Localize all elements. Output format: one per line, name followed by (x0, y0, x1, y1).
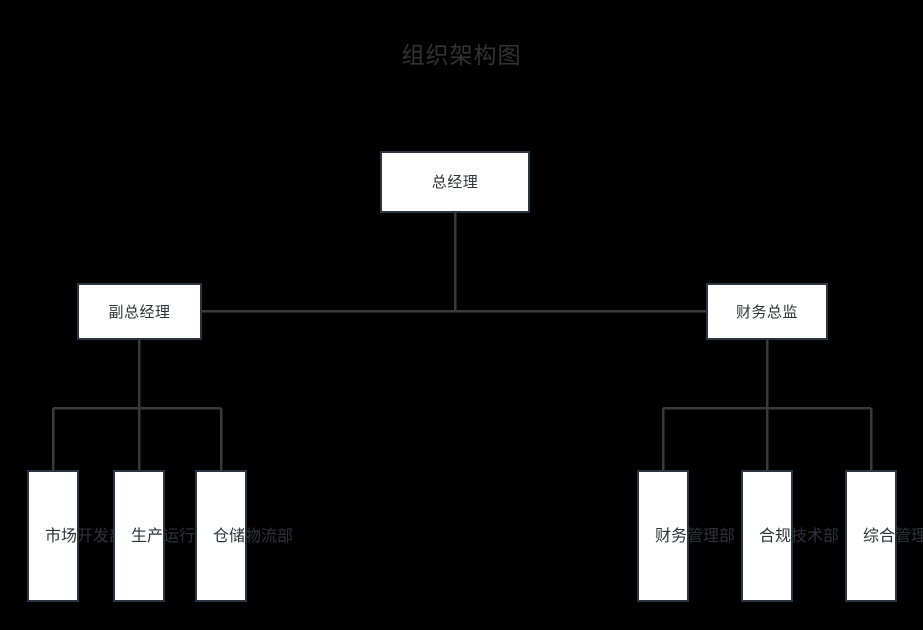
node-financial-management-dept[interactable]: 财务管理部 (637, 470, 736, 602)
node-label: 综合管理部 (863, 526, 923, 545)
node-production-operations-dept[interactable]: 生产运行部 (113, 470, 212, 602)
node-label: 市场开发部 (45, 526, 126, 545)
node-deputy-general-manager[interactable]: 副总经理 (77, 283, 202, 340)
node-label: 财务管理部 (655, 526, 736, 545)
node-warehouse-logistics-dept[interactable]: 仓储物流部 (195, 470, 294, 602)
node-label: 副总经理 (108, 302, 171, 321)
node-label: 总经理 (431, 173, 479, 191)
node-market-development-dept[interactable]: 市场开发部 (27, 470, 126, 602)
node-label: 合规技术部 (759, 526, 840, 545)
node-label: 生产运行部 (131, 526, 212, 545)
node-general-administration-dept[interactable]: 综合管理部 (845, 470, 923, 602)
page-title: 组织架构图 (401, 43, 522, 69)
node-label: 仓储物流部 (213, 526, 294, 545)
node-financial-director[interactable]: 财务总监 (706, 283, 828, 340)
node-general-manager[interactable]: 总经理 (380, 151, 530, 213)
node-compliance-technology-dept[interactable]: 合规技术部 (741, 470, 840, 602)
node-label: 财务总监 (735, 302, 798, 321)
